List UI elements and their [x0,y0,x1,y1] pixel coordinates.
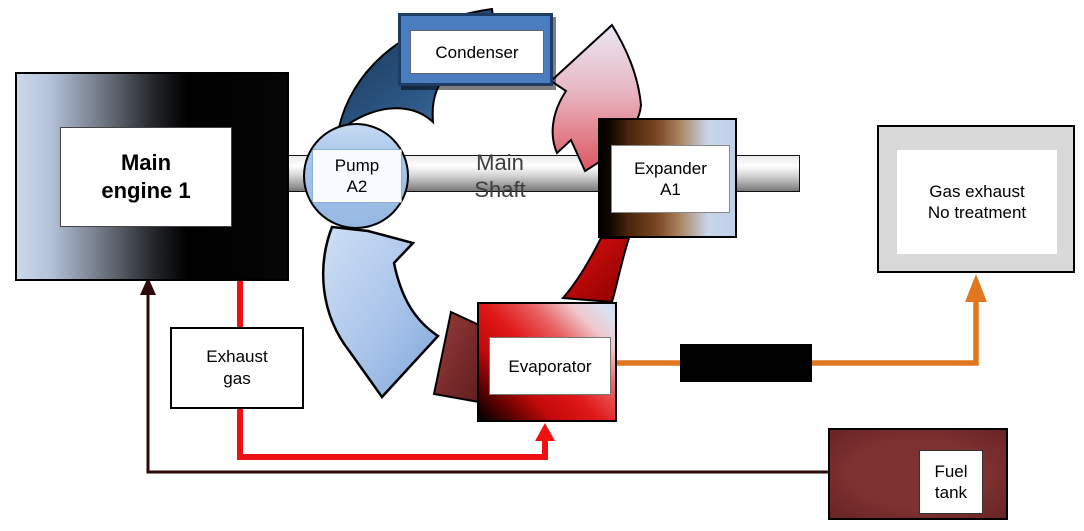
gas-exhaust-box: Gas exhaust No treatment [877,125,1075,273]
pump-to-evaporator-arrow [322,225,440,399]
main-engine-box: Main engine 1 [15,72,289,281]
main-shaft-label: Main Shaft [474,150,526,202]
evaporator-side-flap [432,310,480,404]
fuel-line [146,294,828,474]
black-duct-segment [680,344,812,382]
expander-box: Expander A1 [598,118,737,238]
fuel-tank-label: Fuel tank [919,450,983,514]
evaporator-box: Evaporator [477,302,617,422]
gas-exhaust-label: Gas exhaust No treatment [897,150,1057,254]
main-engine-label: Main engine 1 [60,127,232,227]
evaporator-label: Evaporator [489,337,611,395]
fuel-line-arrowhead-icon [140,277,156,295]
condenser-box: Condenser [398,13,553,86]
pump-label: Pump A2 [312,149,402,203]
fuel-tank-box: Fuel tank [828,428,1008,520]
evaporator-to-expander-ribbon [560,237,631,304]
treated-gas-arrowhead-icon [965,274,987,302]
expander-label: Expander A1 [611,145,730,213]
exhaust-gas-box: Exhaust gas [170,327,304,409]
exhaust-gas-arrowhead-icon [535,423,555,441]
condenser-label: Condenser [410,30,544,74]
